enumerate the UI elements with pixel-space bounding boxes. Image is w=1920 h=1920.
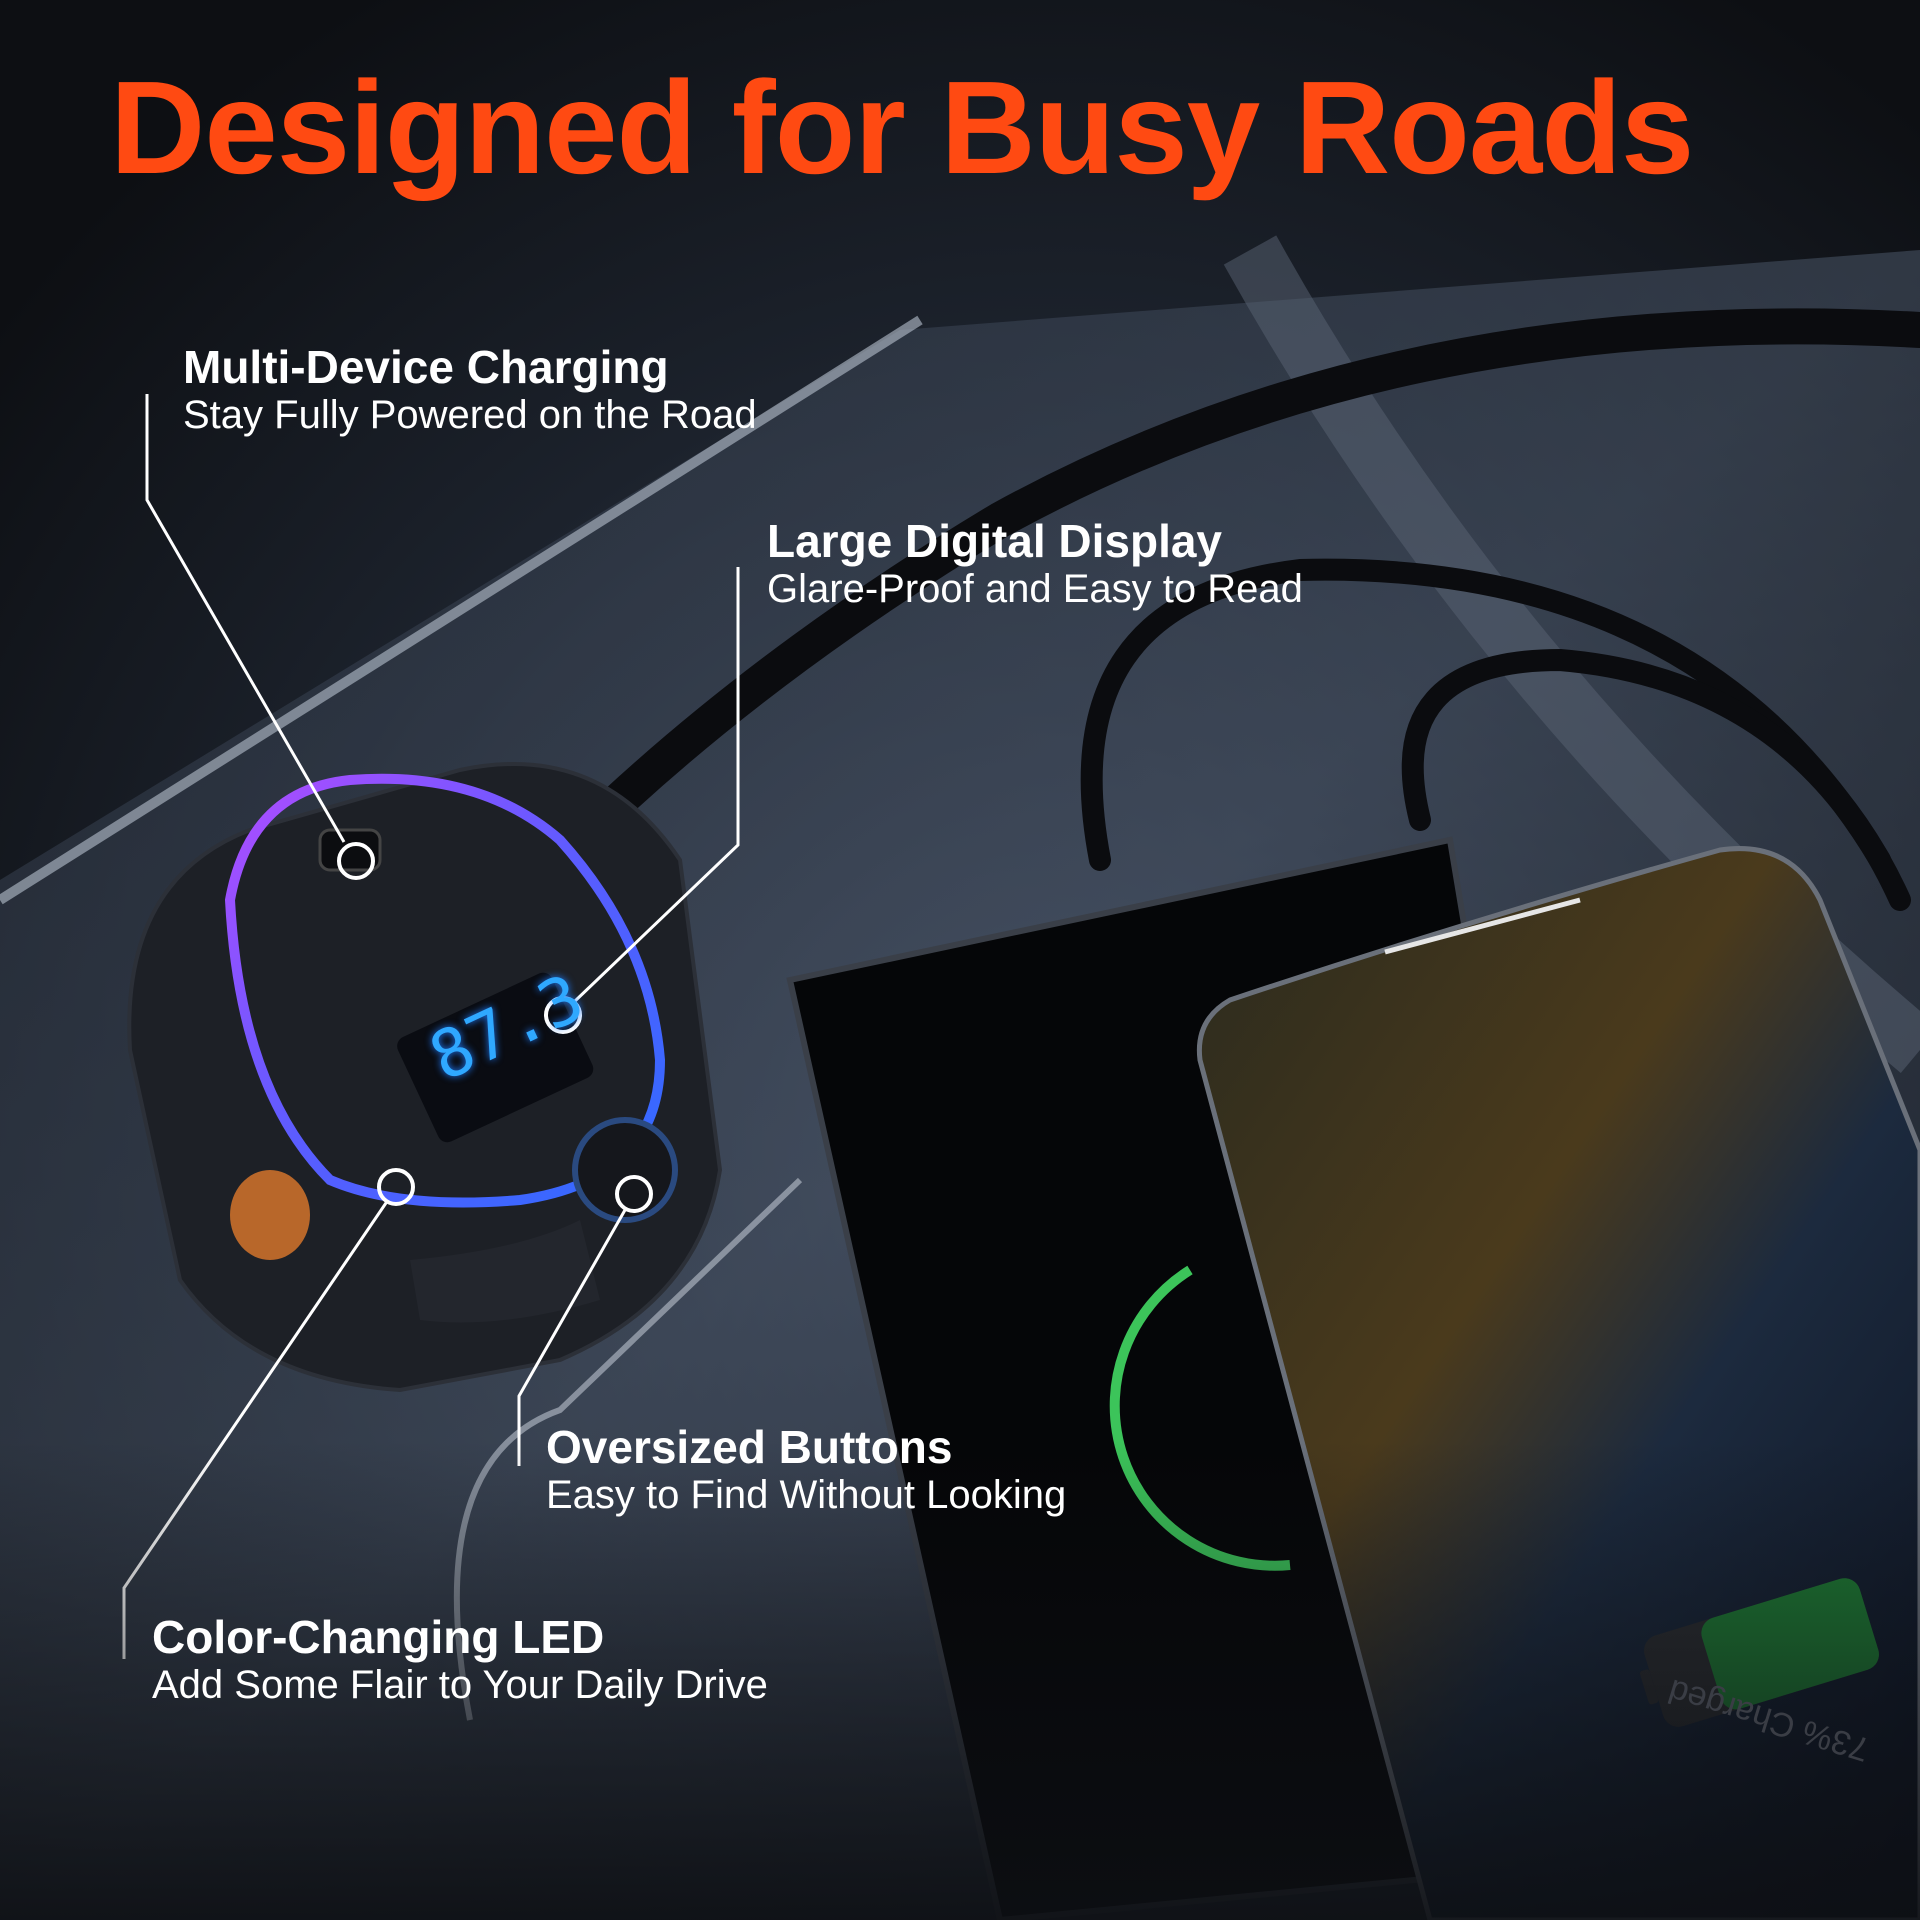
callout-subtitle: Glare-Proof and Easy to Read [767,567,1303,611]
callout-color-changing-led: Color-Changing LED Add Some Flair to You… [152,1612,768,1708]
callout-title: Oversized Buttons [546,1421,953,1473]
callout-subtitle: Stay Fully Powered on the Road [183,393,757,437]
callout-multi-device-charging: Multi-Device Charging Stay Fully Powered… [183,342,757,438]
callout-subtitle: Easy to Find Without Looking [546,1473,1067,1517]
callout-oversized-buttons: Oversized Buttons Easy to Find Without L… [546,1422,1066,1518]
callout-title: Large Digital Display [767,515,1223,567]
callout-subtitle: Add Some Flair to Your Daily Drive [152,1663,768,1707]
callout-title: Multi-Device Charging [183,341,669,393]
callout-large-digital-display: Large Digital Display Glare-Proof and Ea… [767,516,1303,612]
headline: Designed for Busy Roads [110,54,1694,201]
callout-title: Color-Changing LED [152,1611,605,1663]
